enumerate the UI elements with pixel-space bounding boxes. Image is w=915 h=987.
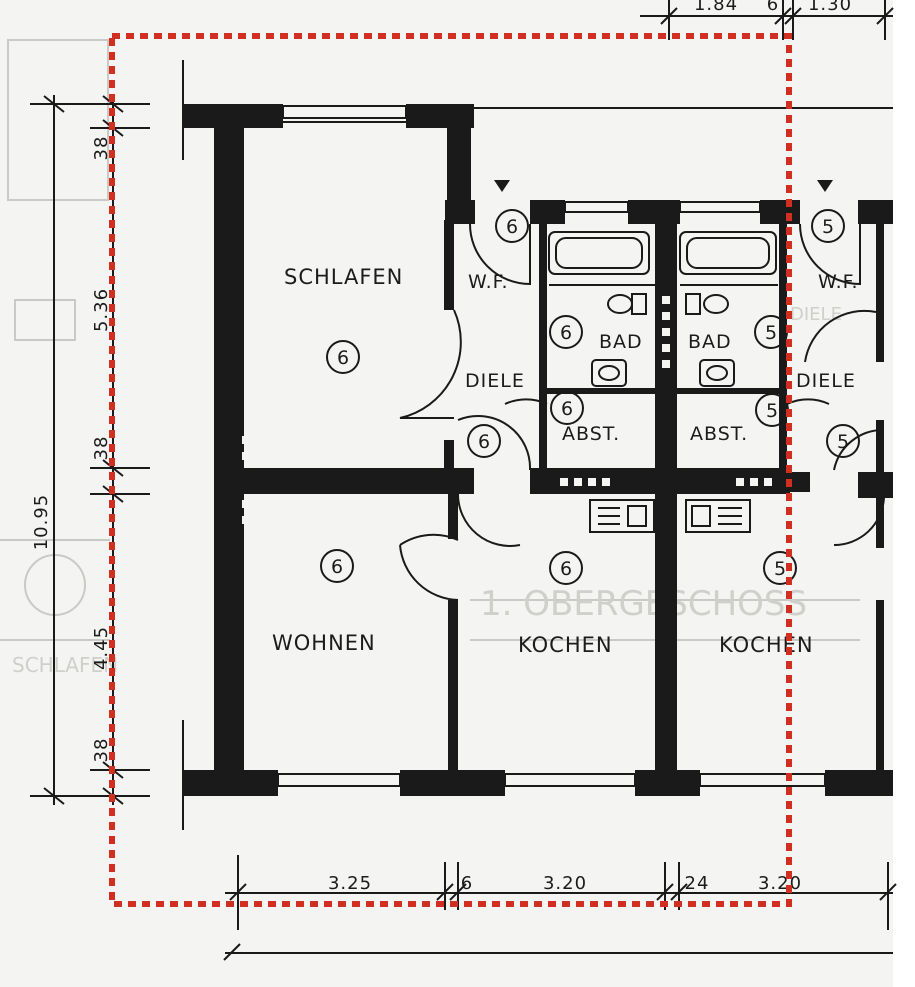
- entrance-marker-right-icon: [817, 180, 833, 192]
- bathtub-left-icon: [548, 231, 650, 275]
- room-label-bad-right: BAD: [688, 331, 732, 353]
- svg-text:5: 5: [837, 431, 849, 453]
- sink-right-icon: [699, 359, 735, 387]
- bleed-through-drawing: 1. OBERGESCHOSS SCHLAFEN DIELE: [0, 39, 860, 677]
- room-label-kochen-right: KOCHEN: [719, 633, 814, 657]
- svg-text:6: 6: [478, 431, 490, 453]
- stove-right-icon: [685, 499, 751, 533]
- room-label-kochen-left: KOCHEN: [518, 633, 613, 657]
- walls: [183, 104, 893, 796]
- room-label-wc-left: W.F.: [468, 271, 509, 293]
- bathtub-right-icon: [679, 231, 777, 275]
- right-margin-strip: [893, 0, 915, 987]
- svg-text:6: 6: [506, 216, 518, 238]
- dim-top-2: 6: [767, 0, 779, 15]
- room-marker-wohnen: 6: [320, 549, 354, 583]
- dim-width-4: 24: [685, 873, 710, 894]
- svg-text:6: 6: [560, 558, 572, 580]
- ghost-diele-label: DIELE: [790, 304, 842, 325]
- dim-top-1: 1.84: [694, 0, 738, 15]
- room-label-abst-left: ABST.: [562, 423, 620, 445]
- room-marker-schlafen: 6: [326, 340, 360, 374]
- highlight-frame: [109, 33, 792, 907]
- svg-text:6: 6: [337, 347, 349, 369]
- dim-top-wall: 38: [91, 136, 112, 161]
- room-label-abst-right: ABST.: [690, 423, 748, 445]
- room-marker-kochen-right: 5: [763, 551, 797, 585]
- sink-left-icon: [591, 359, 627, 387]
- svg-text:6: 6: [560, 322, 572, 344]
- door-swings: [399, 223, 885, 601]
- dim-width-3: 3.20: [543, 873, 587, 894]
- stove-left-icon: [589, 499, 655, 533]
- dim-total-height: 10.95: [31, 494, 52, 551]
- room-marker-kochen-left: 6: [549, 551, 583, 585]
- svg-text:5: 5: [822, 216, 834, 238]
- room-label-diele-left: DIELE: [465, 370, 525, 392]
- dim-mid-wall: 38: [91, 436, 112, 461]
- room-markers: 6 6 6 5 6 5 6 5: [320, 209, 860, 585]
- dim-top-3: 1.30: [808, 0, 852, 15]
- entrance-marker-left-icon: [494, 180, 510, 192]
- svg-text:5: 5: [774, 558, 786, 580]
- room-marker-diele-left: 6: [467, 424, 501, 458]
- svg-text:5: 5: [765, 322, 777, 344]
- room-marker-wc-right: 5: [811, 209, 845, 243]
- room-label-schlafen: SCHLAFEN: [284, 265, 403, 289]
- dim-bottom-wall: 38: [91, 738, 112, 763]
- room-marker-diele-right: 5: [826, 424, 860, 458]
- dimension-labels: 10.95 38 5.36 38 4.45 38 3.25 6 3.20 24 …: [31, 0, 852, 894]
- room-label-wc-right: W.F.: [818, 271, 859, 293]
- fixtures: [494, 180, 833, 533]
- windows: [277, 105, 826, 787]
- dim-lower-room: 4.45: [91, 626, 112, 670]
- room-marker-abst-left: 6: [550, 391, 584, 425]
- room-marker-bad-left: 6: [549, 315, 583, 349]
- room-marker-wc-left: 6: [495, 209, 529, 243]
- svg-text:6: 6: [331, 556, 343, 578]
- dim-width-1: 3.25: [328, 873, 372, 894]
- wall-slots: [242, 296, 772, 524]
- dim-width-5: 3.20: [758, 873, 802, 894]
- svg-text:6: 6: [561, 398, 573, 420]
- dim-width-2: 6: [461, 873, 473, 894]
- toilet-right-icon: [703, 294, 729, 314]
- room-label-diele-right: DIELE: [796, 370, 856, 392]
- room-label-wohnen: WOHNEN: [272, 631, 376, 655]
- ghost-schlafen-label: SCHLAFEN: [12, 653, 118, 677]
- ghost-floor-label: 1. OBERGESCHOSS: [480, 584, 807, 624]
- room-label-bad-left: BAD: [599, 331, 643, 353]
- room-labels: SCHLAFEN WOHNEN KOCHEN KOCHEN W.F. W.F. …: [272, 265, 859, 657]
- dim-upper-room: 5.36: [91, 288, 112, 332]
- svg-text:5: 5: [766, 400, 778, 422]
